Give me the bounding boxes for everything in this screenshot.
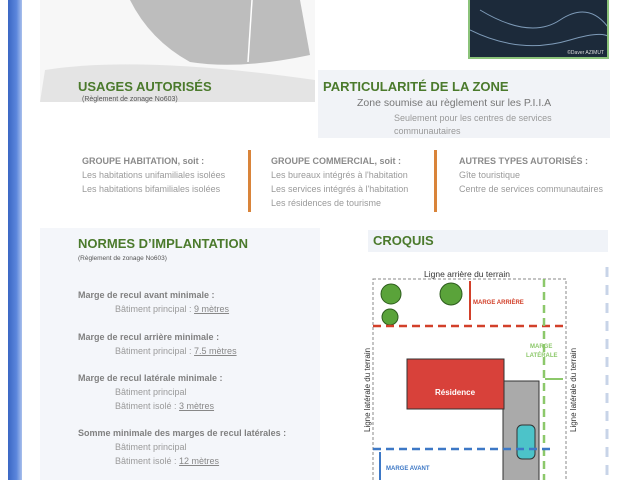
list-item: Les habitations unifamiliales isolées (82, 170, 226, 180)
list-item: Les services intégrés à l'habitation (271, 184, 409, 194)
croquis-title: CROQUIS (373, 233, 434, 248)
group-title: GROUPE COMMERCIAL, soit : (271, 156, 401, 166)
car-icon (516, 424, 536, 460)
usages-title: USAGES AUTORISÉS (78, 79, 212, 94)
norme-arriere: Marge de recul arrière minimale : Bâtime… (78, 330, 237, 358)
normes-box: NORMES D’IMPLANTATION (Règlement de zona… (40, 228, 320, 480)
particularite-title: PARTICULARITÉ DE LA ZONE (323, 79, 509, 94)
list-item: Centre de services communautaires (459, 184, 604, 194)
page-edge-stripe (8, 0, 22, 480)
norme-label: Somme minimale des marges de recul latér… (78, 428, 287, 438)
marge-laterale-label: LATÉRALE (526, 351, 558, 359)
norme-value: 9 mètres (194, 304, 230, 314)
list-item: Les habitations bifamiliales isolées (82, 184, 221, 194)
norme-label: Marge de recul avant minimale : (78, 290, 215, 300)
norme-label: Marge de recul latérale minimale : (78, 373, 223, 383)
norme-line: Bâtiment principal (115, 387, 187, 397)
norme-label: Marge de recul arrière minimale : (78, 332, 220, 342)
piia-note-1: Seulement pour les centres de services (394, 113, 552, 123)
group-habitation: GROUPE HABITATION, soit : Les habitation… (82, 154, 225, 196)
usages-subtitle: (Règlement de zonage No603) (82, 96, 178, 103)
norme-value: 3 mètres (179, 401, 215, 411)
piia-note-2: communautaires (394, 126, 461, 136)
group-commercial: GROUPE COMMERCIAL, soit : Les bureaux in… (271, 154, 408, 210)
divider (248, 150, 251, 212)
marge-arriere-label: MARGE ARRIÈRE (473, 298, 524, 306)
list-item: Les résidences de tourisme (271, 198, 382, 208)
group-title: GROUPE HABITATION, soit : (82, 156, 205, 166)
list-item: Les bureaux intégrés à l'habitation (271, 170, 408, 180)
normes-title: NORMES D’IMPLANTATION (78, 236, 248, 251)
list-item: Gîte touristique (459, 170, 521, 180)
boat-illustration (40, 0, 315, 102)
particularite-box: PARTICULARITÉ DE LA ZONE Zone soumise au… (318, 70, 610, 138)
norme-line: Bâtiment isolé : (115, 401, 180, 411)
aerial-photo: ©Daver AZIMUT (468, 0, 609, 59)
photo-credit: ©Daver AZIMUT (567, 50, 604, 56)
residence-building (406, 358, 505, 410)
residence-label: Résidence (435, 388, 476, 397)
marge-laterale-label: MARGE (530, 344, 552, 350)
marge-avant-label: MARGE AVANT (386, 466, 430, 472)
norme-line: Bâtiment principal : (115, 346, 195, 356)
divider (434, 150, 437, 212)
tree-icon (380, 282, 463, 326)
group-title: AUTRES TYPES AUTORISÉS : (459, 156, 589, 166)
ligne-arriere-label: Ligne arrière du terrain (424, 269, 510, 279)
croquis-header: CROQUIS (368, 230, 608, 252)
ligne-laterale-gauche-label: Ligne latérale du terrain (363, 348, 372, 432)
norme-value: 12 mètres (179, 456, 220, 466)
norme-value: 7.5 mètres (194, 346, 237, 356)
normes-subtitle: (Règlement de zonage No603) (78, 255, 167, 262)
norme-line: Bâtiment principal (115, 442, 187, 452)
ligne-laterale-droite-label: Ligne latérale du terrain (569, 348, 578, 432)
norme-laterale: Marge de recul latérale minimale : Bâtim… (78, 371, 223, 413)
group-autres: AUTRES TYPES AUTORISÉS : Gîte touristiqu… (459, 154, 603, 196)
norme-somme: Somme minimale des marges de recul latér… (78, 426, 286, 468)
norme-avant: Marge de recul avant minimale : Bâtiment… (78, 288, 229, 316)
piia-text: Zone soumise au règlement sur les P.I.I.… (357, 97, 552, 109)
norme-line: Bâtiment isolé : (115, 456, 180, 466)
norme-line: Bâtiment principal : (115, 304, 195, 314)
site-diagram: Ligne arrière du terrain MARGE ARRIÈRE M… (363, 267, 609, 480)
